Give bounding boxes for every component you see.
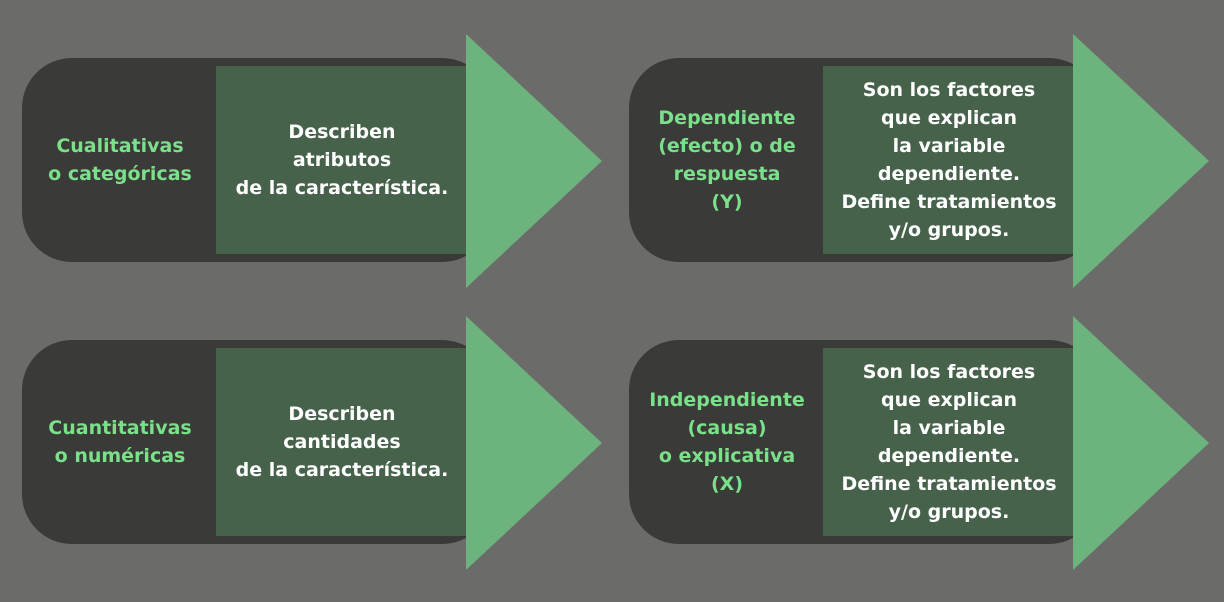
card-independiente: Independiente (causa) o explicativa (X) … xyxy=(629,316,1209,570)
card-description: Son los factores que explican la variabl… xyxy=(823,66,1075,254)
card-description: Describen cantidades de la característic… xyxy=(216,348,468,536)
arrow-shape xyxy=(466,316,602,570)
card-cuantitativas: Cuantitativas o numéricas Describen cant… xyxy=(22,316,602,570)
arrow-right-icon xyxy=(466,316,602,570)
arrow-shape xyxy=(1073,316,1209,570)
card-label: Dependiente (efecto) o de respuesta (Y) xyxy=(658,107,796,213)
arrow-shape xyxy=(466,34,602,288)
card-label: Independiente (causa) o explicativa (X) xyxy=(649,389,805,495)
arrow-right-icon xyxy=(1073,34,1209,288)
card-dependiente: Dependiente (efecto) o de respuesta (Y) … xyxy=(629,34,1209,288)
card-label: Cualitativas o categóricas xyxy=(48,135,192,185)
card-cualitativas: Cualitativas o categóricas Describen atr… xyxy=(22,34,602,288)
card-description: Son los factores que explican la variabl… xyxy=(823,348,1075,536)
arrow-right-icon xyxy=(466,34,602,288)
card-description: Describen atributos de la característica… xyxy=(216,66,468,254)
arrow-shape xyxy=(1073,34,1209,288)
arrow-right-icon xyxy=(1073,316,1209,570)
card-label: Cuantitativas o numéricas xyxy=(48,417,192,467)
